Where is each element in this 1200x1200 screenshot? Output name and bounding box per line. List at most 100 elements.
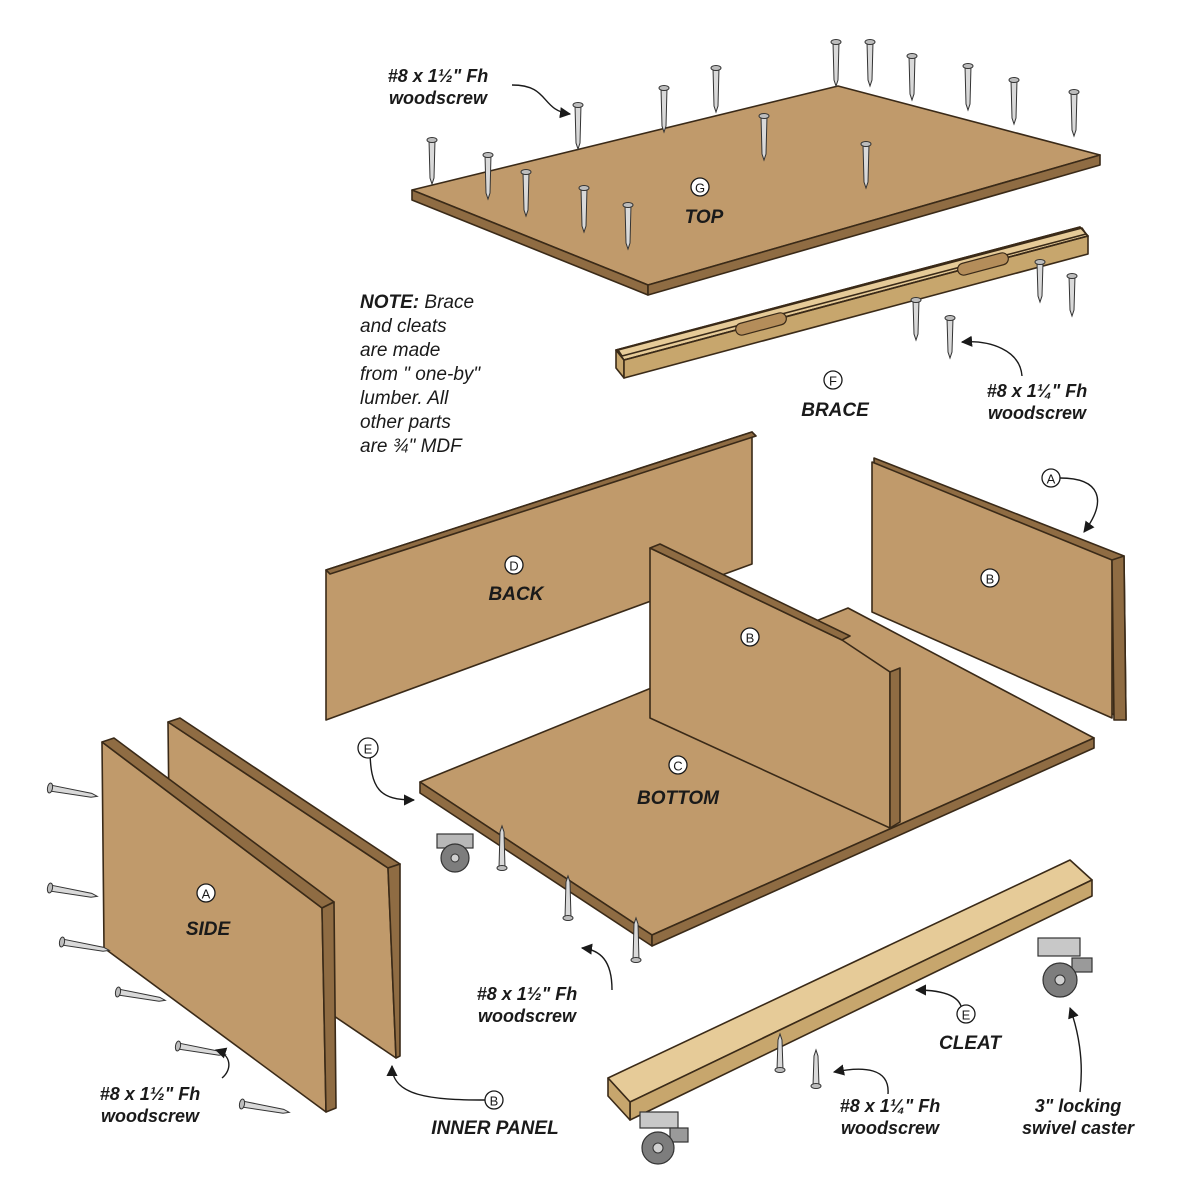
screw-icon (774, 1032, 786, 1073)
divider-panel (649, 543, 901, 829)
part-letter: A (202, 887, 211, 902)
brace-slot-right (957, 252, 1009, 276)
screw-icon (944, 315, 956, 360)
part-letter: C (673, 759, 682, 774)
part-name: SIDE (186, 919, 232, 940)
part-name: BACK (489, 584, 545, 605)
note-line: other parts (360, 412, 451, 433)
right-side-callout: A (1041, 468, 1099, 533)
part-top-label: G TOP (685, 177, 724, 228)
part-letter: G (695, 181, 705, 196)
part-letter: E (364, 742, 373, 757)
note-line: from " one-by" (360, 364, 481, 385)
note-line: and cleats (360, 316, 447, 337)
part-letter: B (746, 631, 755, 646)
callout-line: #8 x 1¼" Fh (840, 1096, 941, 1116)
cleat-callout: E CLEAT (914, 984, 1002, 1054)
screws (46, 39, 1080, 1114)
part-side-label: A SIDE (186, 883, 232, 940)
material-note: NOTE: Brace and cleats are made from " o… (360, 292, 481, 457)
bottom-screw-callout: #8 x 1½" Fh woodscrew (477, 943, 613, 1026)
caster-icon (1037, 937, 1093, 998)
part-brace-label: F BRACE (801, 370, 870, 421)
screw-icon (114, 986, 167, 1002)
screw-icon (860, 141, 872, 190)
bottom-cleat-callout: E (357, 737, 416, 806)
callout-line: woodscrew (101, 1106, 200, 1126)
screw-icon (1068, 89, 1080, 138)
callout-line: swivel caster (1022, 1118, 1135, 1138)
screw-icon (622, 202, 634, 251)
cleat-screw-callout: #8 x 1¼" Fh woodscrew (832, 1064, 941, 1138)
part-divider-label: B (740, 627, 760, 647)
top-screw-callout: #8 x 1½" Fh woodscrew (388, 66, 572, 119)
screw-icon (426, 137, 438, 186)
screw-icon (562, 874, 574, 921)
callout-line: woodscrew (841, 1118, 940, 1138)
screw-icon (910, 297, 922, 342)
part-letter: B (490, 1094, 499, 1109)
part-letter: B (986, 572, 995, 587)
bottom-panel (419, 607, 1095, 947)
back-panel (325, 431, 757, 721)
screw-icon (46, 782, 99, 798)
part-name: INNER PANEL (431, 1118, 558, 1139)
callout-line: woodscrew (389, 88, 488, 108)
caster-callout: 3" locking swivel caster (1022, 1006, 1135, 1138)
screw-icon (174, 1040, 227, 1056)
brace-screw-callout: #8 x 1¼" Fh woodscrew (960, 335, 1088, 423)
svg-text:NOTE: Brace: NOTE: Brace (360, 292, 474, 313)
note-line: Brace (424, 292, 474, 313)
callout-line: #8 x 1½" Fh (477, 984, 578, 1004)
callout-line: #8 x 1¼" Fh (987, 381, 1088, 401)
brace-slot-left (735, 312, 787, 336)
part-letter: E (962, 1008, 971, 1023)
screw-icon (962, 63, 974, 112)
callout-line: #8 x 1½" Fh (388, 66, 489, 86)
screw-icon (864, 39, 876, 88)
screw-icon (238, 1098, 291, 1114)
screw-icon (906, 53, 918, 102)
note-prefix: NOTE: (360, 292, 419, 313)
screw-icon (710, 65, 722, 114)
cleat-board (607, 859, 1093, 1121)
screw-icon (658, 85, 670, 134)
screw-icon (46, 882, 99, 898)
side-screw-callout: #8 x 1½" Fh woodscrew (100, 1047, 230, 1126)
inner-panel-callout: B INNER PANEL (386, 1064, 559, 1139)
caster-icon (436, 833, 474, 873)
screw-icon (482, 152, 494, 201)
screw-icon (810, 1048, 822, 1089)
screw-icon (630, 916, 642, 963)
screw-icon (58, 936, 111, 952)
note-line: are made (360, 340, 440, 361)
screw-icon (758, 113, 770, 162)
screw-icon (1066, 273, 1078, 318)
part-letter: D (509, 559, 518, 574)
top-panel (411, 85, 1101, 296)
screw-icon (496, 824, 508, 871)
part-bottom-label: C BOTTOM (637, 755, 720, 809)
part-name: BOTTOM (637, 788, 720, 809)
callout-line: woodscrew (478, 1006, 577, 1026)
side-panel (101, 737, 337, 1113)
note-line: are ¾" MDF (360, 436, 463, 457)
part-name: CLEAT (939, 1033, 1002, 1054)
part-letter: A (1047, 472, 1056, 487)
part-letter: F (829, 374, 837, 389)
screw-icon (1034, 259, 1046, 304)
screw-icon (572, 102, 584, 151)
caster-group (436, 833, 1093, 1165)
part-back-label: D BACK (489, 555, 545, 605)
screw-icon (520, 169, 532, 218)
caster-icon (639, 1111, 689, 1165)
brace-board (615, 226, 1089, 379)
part-name: BRACE (801, 400, 870, 421)
note-line: lumber. All (360, 388, 449, 409)
part-right-inner-label: B (980, 568, 1000, 588)
screw-icon (578, 185, 590, 234)
callout-line: #8 x 1½" Fh (100, 1084, 201, 1104)
callout-line: woodscrew (988, 403, 1087, 423)
screw-icon (1008, 77, 1020, 126)
